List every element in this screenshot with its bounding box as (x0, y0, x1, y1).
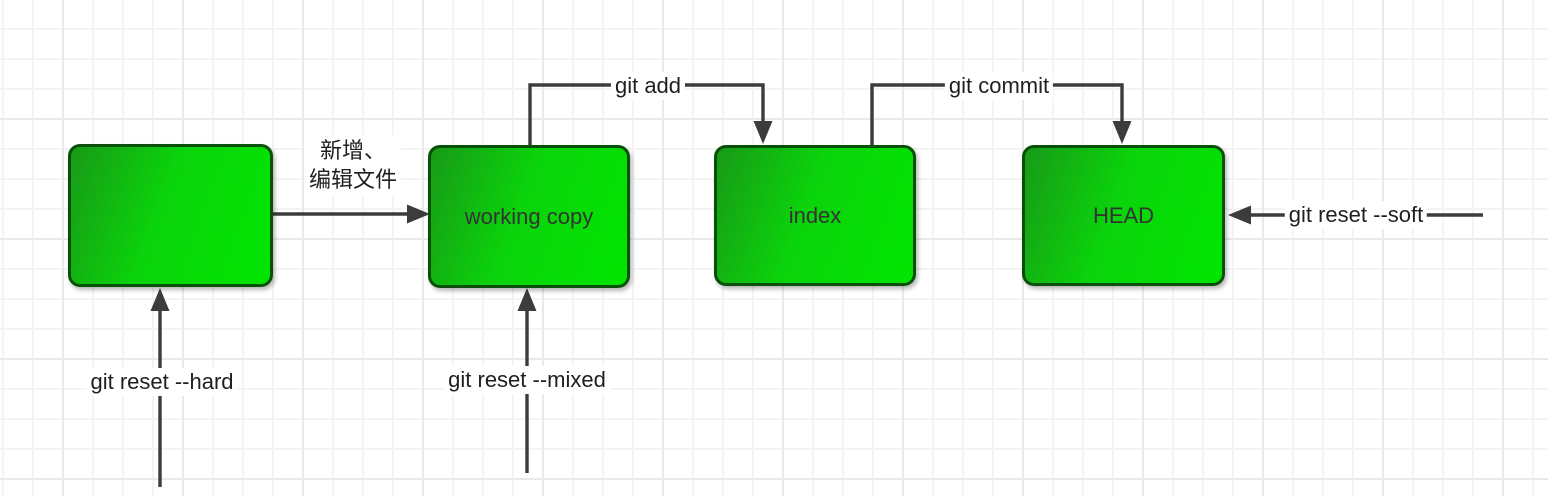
arrowhead-down-icon (753, 121, 773, 144)
edge-label-git-reset-hard: git reset --hard (86, 368, 238, 396)
node-label: working copy (464, 203, 594, 229)
node-index: index (714, 145, 916, 286)
arrowhead-up-icon (517, 288, 537, 311)
arrowhead-right-icon (407, 204, 430, 224)
arrowhead-down-icon (1112, 121, 1132, 144)
node-unlabeled-box (68, 144, 273, 287)
edge-label-line2: 编辑文件 (308, 167, 398, 192)
node-head: HEAD (1022, 145, 1225, 286)
node-working-copy: working copy (428, 145, 630, 288)
edge-label-line1: 新增、 (319, 138, 387, 163)
arrowhead-left-icon (1228, 205, 1251, 225)
edge-label-edit-files: 新增、 编辑文件 (304, 135, 402, 195)
arrowhead-up-icon (150, 288, 170, 311)
edge-label-git-commit: git commit (944, 72, 1054, 100)
node-label: index (788, 202, 842, 228)
node-label: HEAD (1092, 202, 1155, 228)
edge-label-git-add: git add (610, 72, 686, 100)
edge-label-git-reset-soft: git reset --soft (1284, 201, 1428, 229)
edge-label-git-reset-mixed: git reset --mixed (444, 366, 610, 394)
